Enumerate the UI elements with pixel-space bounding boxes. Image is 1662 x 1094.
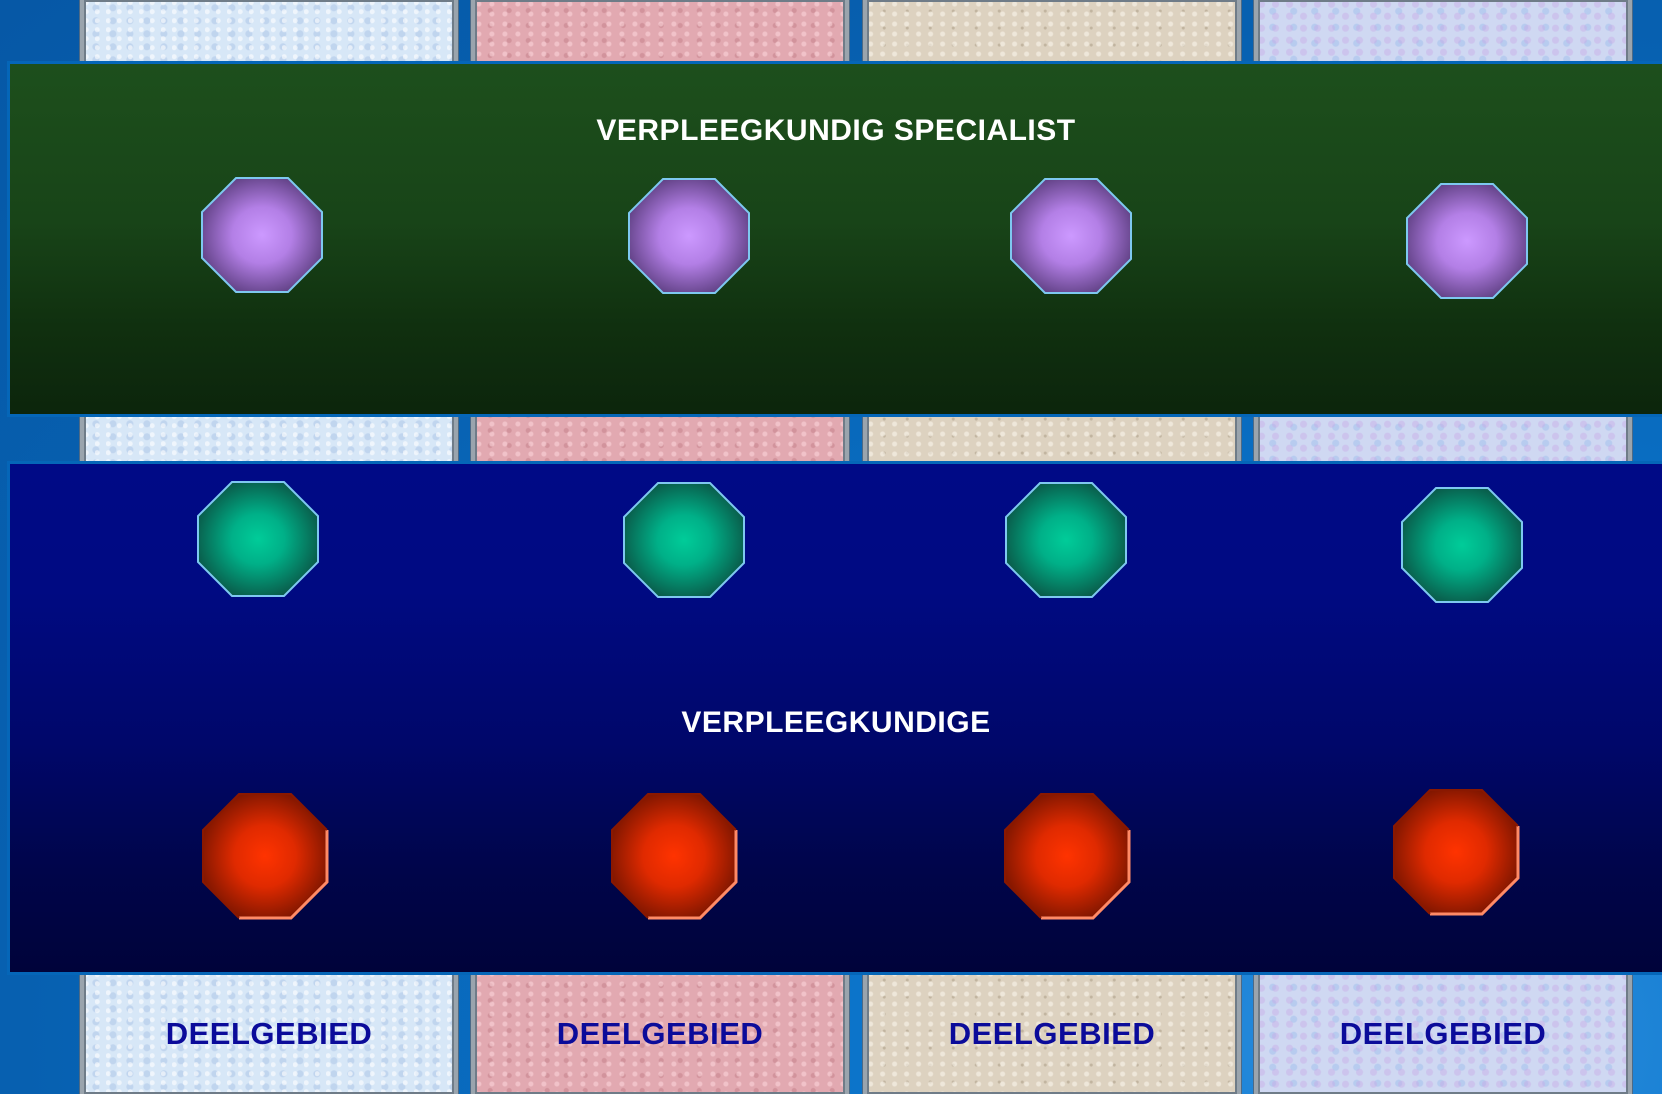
red-node-3 <box>1003 792 1131 920</box>
teal-node-1 <box>196 480 320 598</box>
specialist-node-3 <box>1009 177 1133 295</box>
teal-node-4 <box>1400 486 1524 604</box>
red-node-4 <box>1392 788 1520 916</box>
teal-node-3 <box>1004 481 1128 599</box>
deelgebied-label-3: DEELGEBIED <box>948 1016 1156 1051</box>
specialist-node-1 <box>200 176 324 294</box>
deelgebied-label-4: DEELGEBIED <box>1339 1016 1547 1051</box>
deelgebied-label-1: DEELGEBIED <box>165 1016 373 1051</box>
teal-node-2 <box>622 481 746 599</box>
verpleegkundige-band: VERPLEEGKUNDIGE <box>10 464 1662 972</box>
specialist-band: VERPLEEGKUNDIG SPECIALIST <box>10 64 1662 414</box>
specialist-node-4 <box>1405 182 1529 300</box>
red-node-2 <box>610 792 738 920</box>
specialist-node-2 <box>627 177 751 295</box>
verpleegkundige-band-title: VERPLEEGKUNDIGE <box>681 706 991 739</box>
specialist-band-title: VERPLEEGKUNDIG SPECIALIST <box>596 114 1076 147</box>
deelgebied-label-2: DEELGEBIED <box>556 1016 764 1051</box>
red-node-1 <box>201 792 329 920</box>
